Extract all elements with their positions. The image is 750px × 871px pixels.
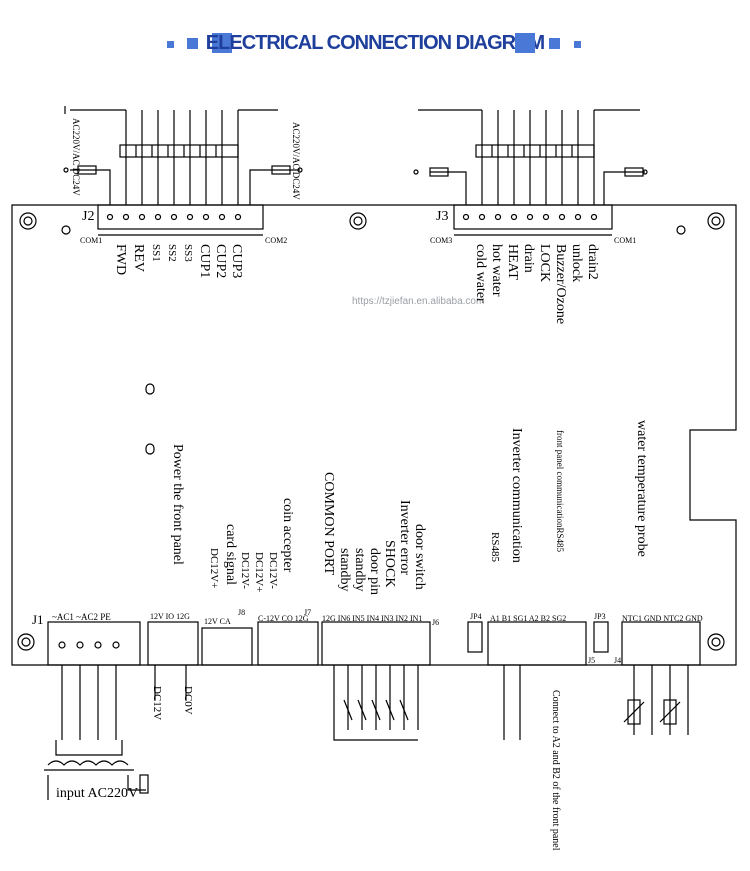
mount-hole xyxy=(17,633,35,651)
connect-note: Connect to A2 and B2 of the front panel xyxy=(550,690,561,851)
header-banner: ELECTRICAL CONNECTION DIAGRAM xyxy=(0,0,750,104)
j6-pins: 12G IN6 IN5 IN4 IN3 IN2 IN1 xyxy=(322,614,423,623)
power-front-panel-label: Power the front panel xyxy=(170,444,185,565)
mid-voltage-note: AC220V/AC DC24V xyxy=(291,122,301,200)
j3-label-drain: drain xyxy=(521,244,536,273)
j4-label: J4 xyxy=(614,656,622,665)
j4-connector xyxy=(621,621,701,666)
j4-pins: NTC1 GND NTC2 GND xyxy=(622,614,703,623)
j8-pins: 12V IO 12G xyxy=(150,612,190,621)
j2-label-ss2: SS2 xyxy=(166,244,178,262)
left-voltage-note: AC220V/AC DC24V xyxy=(71,118,81,196)
decor-square xyxy=(549,38,560,49)
water-temp-label: water temperature probe xyxy=(634,420,649,557)
common-port-label: COMMON PORT xyxy=(321,472,336,576)
door-pin-label: door pin xyxy=(367,548,382,596)
standby-label-2: standby xyxy=(352,548,367,592)
j2-label-cup1: CUP1 xyxy=(197,244,212,279)
j5-label: J5 xyxy=(588,656,596,665)
j1-label: J1 xyxy=(32,612,44,627)
input-ac-label: input AC220V xyxy=(56,786,139,801)
j1-connector xyxy=(47,621,141,666)
j3-com1-label: COM1 xyxy=(614,236,637,245)
decor-square xyxy=(212,33,232,53)
j2-com1-label: COM1 xyxy=(80,236,103,245)
jp4-jumper xyxy=(467,621,483,653)
dc12v-label: DC12V xyxy=(151,686,163,721)
j3-label-lock: LOCK xyxy=(537,244,552,283)
jp4-label: JP4 xyxy=(470,612,482,621)
coin-acceptor-label: coin accepter xyxy=(280,498,295,573)
door-switch-label: door switch xyxy=(412,524,427,590)
j2-connector xyxy=(97,204,264,230)
watermark: https://tzjiefan.en.alibaba.com xyxy=(352,296,485,307)
page-title: ELECTRICAL CONNECTION DIAGRAM xyxy=(205,32,545,54)
j5-pins: A1 B1 SG1 A2 B2 SG2 xyxy=(490,614,567,623)
j2-label-rev: REV xyxy=(131,244,146,272)
j1-pins: ~AC1 ~AC2 PE xyxy=(52,612,111,622)
card-signal-label: card signal xyxy=(223,524,238,586)
coin-v3-label: DC12V- xyxy=(239,552,251,589)
j8-label: J8 xyxy=(238,608,246,617)
j8b-pins: 12V CA xyxy=(204,617,231,626)
j3-label-cold-water: cold water xyxy=(473,244,488,303)
jp3-jumper xyxy=(593,621,609,653)
mount-hole xyxy=(707,633,725,651)
standby-label-1: standby xyxy=(337,548,352,592)
j2-label: J2 xyxy=(82,209,95,224)
rs485-label: RS485 xyxy=(489,532,501,562)
j3-label-heat: HEAT xyxy=(505,244,520,280)
j3-label: J3 xyxy=(436,209,449,224)
j3-label-hot-water: hot water xyxy=(489,244,504,297)
decor-square xyxy=(574,41,581,48)
j2-label-cup3: CUP3 xyxy=(229,244,244,279)
mount-hole xyxy=(19,212,37,230)
coin-v2-label: DC12V+ xyxy=(253,552,265,593)
decor-square xyxy=(167,41,174,48)
coin-v1-label: DC12V- xyxy=(267,552,279,589)
j3-label-unlock: unlock xyxy=(569,244,584,283)
board-outline xyxy=(11,204,737,666)
mount-hole xyxy=(707,212,725,230)
j2-label-fwd: FWD xyxy=(113,244,128,276)
j5-connector xyxy=(487,621,587,666)
j6-connector xyxy=(321,621,431,666)
j6-label: J6 xyxy=(432,618,440,627)
dc0v-label: DC0V xyxy=(182,686,194,715)
j3-connector xyxy=(453,204,613,230)
inverter-error-label: Inverter error xyxy=(397,500,412,576)
j2-label-ss3: SS3 xyxy=(182,244,194,262)
shock-label: SHOCK xyxy=(382,540,397,588)
j3-com3-label: COM3 xyxy=(430,236,453,245)
j2-label-ss1: SS1 xyxy=(150,244,162,262)
decor-square xyxy=(187,38,198,49)
j8-connector xyxy=(147,621,199,666)
j2-com2-label: COM2 xyxy=(265,236,288,245)
inverter-comm-label: Inverter communication xyxy=(509,428,524,563)
front-panel-comm-label: front panel communicationRS485 xyxy=(555,430,565,552)
j2-label-cup2: CUP2 xyxy=(213,244,228,279)
mount-hole xyxy=(349,212,367,230)
j3-label-buzzer: Buzzer/Ozone xyxy=(553,244,568,325)
j7-pins: C-12V CO 12G xyxy=(258,614,309,623)
j7-connector xyxy=(257,621,319,666)
card-voltage-label: DC12V+ xyxy=(208,548,220,589)
j7-label: J7 xyxy=(304,608,312,617)
jp3-label: JP3 xyxy=(594,612,606,621)
j3-label-drain2: drain2 xyxy=(585,244,600,280)
decor-square xyxy=(515,33,535,53)
